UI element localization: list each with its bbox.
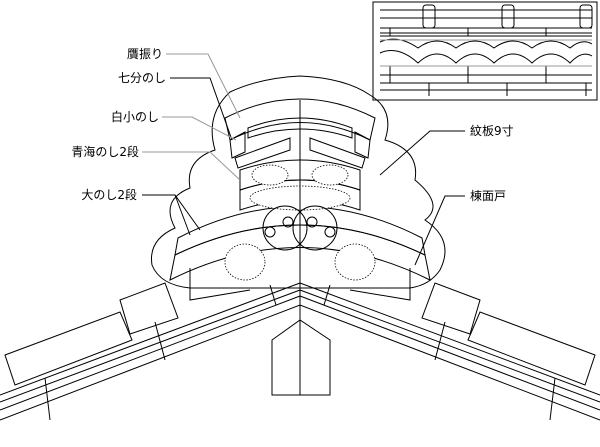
label-seigai-noshi: 青海のし2段	[71, 144, 139, 159]
nails	[44, 284, 556, 421]
label-oo-noshi: 大のし2段	[81, 187, 137, 202]
crest-board-outline	[150, 75, 446, 289]
label-munemendo: 棟面戸	[470, 188, 506, 203]
label-monita: 紋板9寸	[470, 124, 514, 138]
label-ganburi: 贋振り	[127, 47, 163, 61]
label-shichibu-noshi: 七分のし	[118, 71, 166, 85]
label-shiro-ko-noshi: 白小のし	[111, 109, 159, 124]
ridge-elevation-inset	[372, 1, 598, 101]
leader-lines	[142, 53, 465, 266]
tile-stack	[169, 98, 431, 301]
ridge-truss	[271, 290, 331, 396]
